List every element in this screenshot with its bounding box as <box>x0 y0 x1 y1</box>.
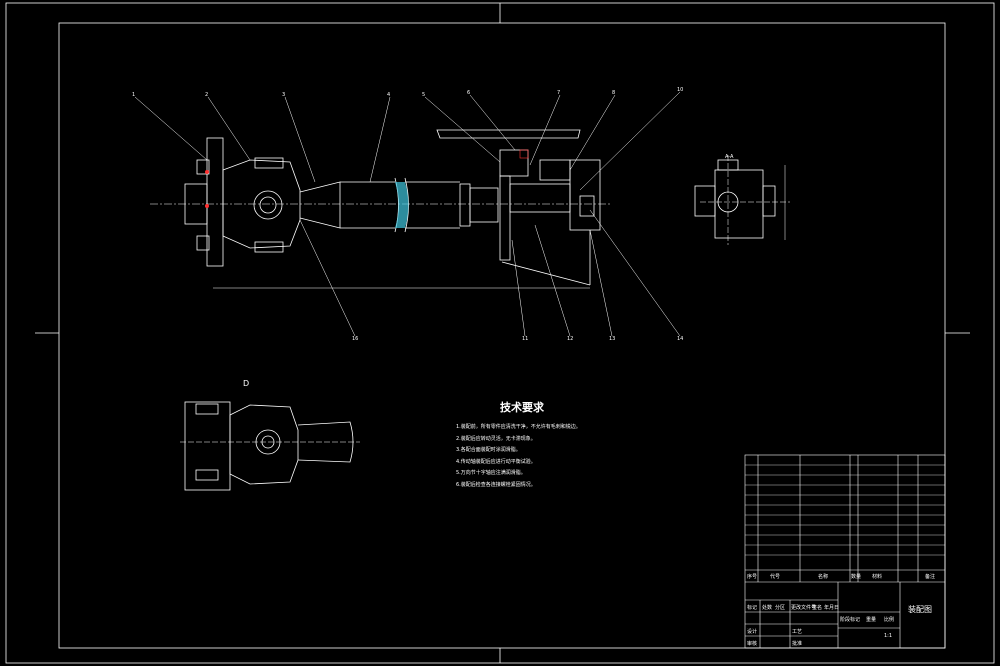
main-view-accents <box>205 149 529 228</box>
title-block <box>744 454 946 649</box>
section-view-a-a <box>694 155 790 245</box>
balloon-labels: 1 2 3 4 5 6 7 8 10 16 11 12 13 14 <box>132 87 683 342</box>
header-name: 名称 <box>818 573 828 580</box>
balloon-13: 13 <box>609 336 615 342</box>
section-label: A-A <box>725 154 734 160</box>
balloon-6: 6 <box>467 90 470 96</box>
footer-signature: 签名 <box>812 604 822 611</box>
header-material: 材料 <box>872 573 882 580</box>
balloon-2: 2 <box>205 92 208 98</box>
detail-label: D <box>243 379 249 388</box>
requirement-item: 5.万向节十字轴应注满润滑脂。 <box>456 470 526 476</box>
tech-requirements-title: 技术要求 <box>500 401 544 414</box>
balloon-12: 12 <box>567 336 573 342</box>
requirement-item: 1.装配前，所有零件应清洗干净，不允许有毛刺和锐边。 <box>456 424 581 430</box>
leader-lines <box>134 91 681 337</box>
balloon-14: 14 <box>677 336 683 342</box>
scale-value: 1:1 <box>884 633 892 639</box>
detail-view-d <box>180 401 360 491</box>
header-no: 序号 <box>747 573 757 580</box>
footer-count: 处数 <box>762 604 772 611</box>
balloon-3: 3 <box>282 92 285 98</box>
footer-review: 审核 <box>747 640 757 647</box>
footer-zone: 分区 <box>775 604 785 611</box>
drawing-name: 装配图 <box>908 604 932 614</box>
header-remark: 备注 <box>925 573 935 580</box>
balloon-11: 11 <box>522 336 528 342</box>
requirement-item: 6.装配后检查各连接螺栓紧固情况。 <box>456 481 536 488</box>
balloon-8: 8 <box>612 90 615 96</box>
title-block-footer: 标记 处数 分区 更改文件号 签名 年月日 设计 审核 工艺 批准 阶段标记 重… <box>747 604 894 647</box>
footer-mark: 标记 <box>747 604 757 611</box>
balloon-10: 10 <box>677 87 683 93</box>
footer-approve: 批准 <box>792 640 802 647</box>
footer-stage: 阶段标记 <box>840 616 860 623</box>
main-view-drive-shaft <box>150 129 610 289</box>
tech-requirements-list: 1.装配前，所有零件应清洗干净，不允许有毛刺和锐边。 2.装配后应转动灵活，无卡… <box>456 422 581 491</box>
balloon-4: 4 <box>387 92 390 98</box>
outer-border <box>5 2 995 664</box>
footer-weight: 重量 <box>866 616 876 623</box>
balloon-5: 5 <box>422 92 425 98</box>
footer-process: 工艺 <box>792 629 802 635</box>
title-block-rows <box>745 464 945 556</box>
footer-date: 年月日 <box>824 604 839 611</box>
requirement-item: 4.传动轴装配后应进行动平衡试验。 <box>456 458 536 465</box>
footer-design: 设计 <box>747 628 757 635</box>
centering-marks <box>35 3 970 663</box>
title-block-header: 序号 代号 名称 数量 材料 备注 <box>747 573 935 580</box>
footer-scale: 比例 <box>884 616 894 623</box>
inner-border <box>58 22 946 649</box>
requirement-item: 2.装配后应转动灵活，无卡滞现象。 <box>456 435 536 442</box>
header-code: 代号 <box>770 573 780 580</box>
footer-change-doc: 更改文件号 <box>791 604 816 611</box>
balloon-7: 7 <box>557 90 560 96</box>
header-qty: 数量 <box>851 573 861 580</box>
balloon-16: 16 <box>352 336 358 342</box>
requirement-item: 3.各配合面装配时涂润滑脂。 <box>456 447 521 453</box>
balloon-1: 1 <box>132 92 135 98</box>
